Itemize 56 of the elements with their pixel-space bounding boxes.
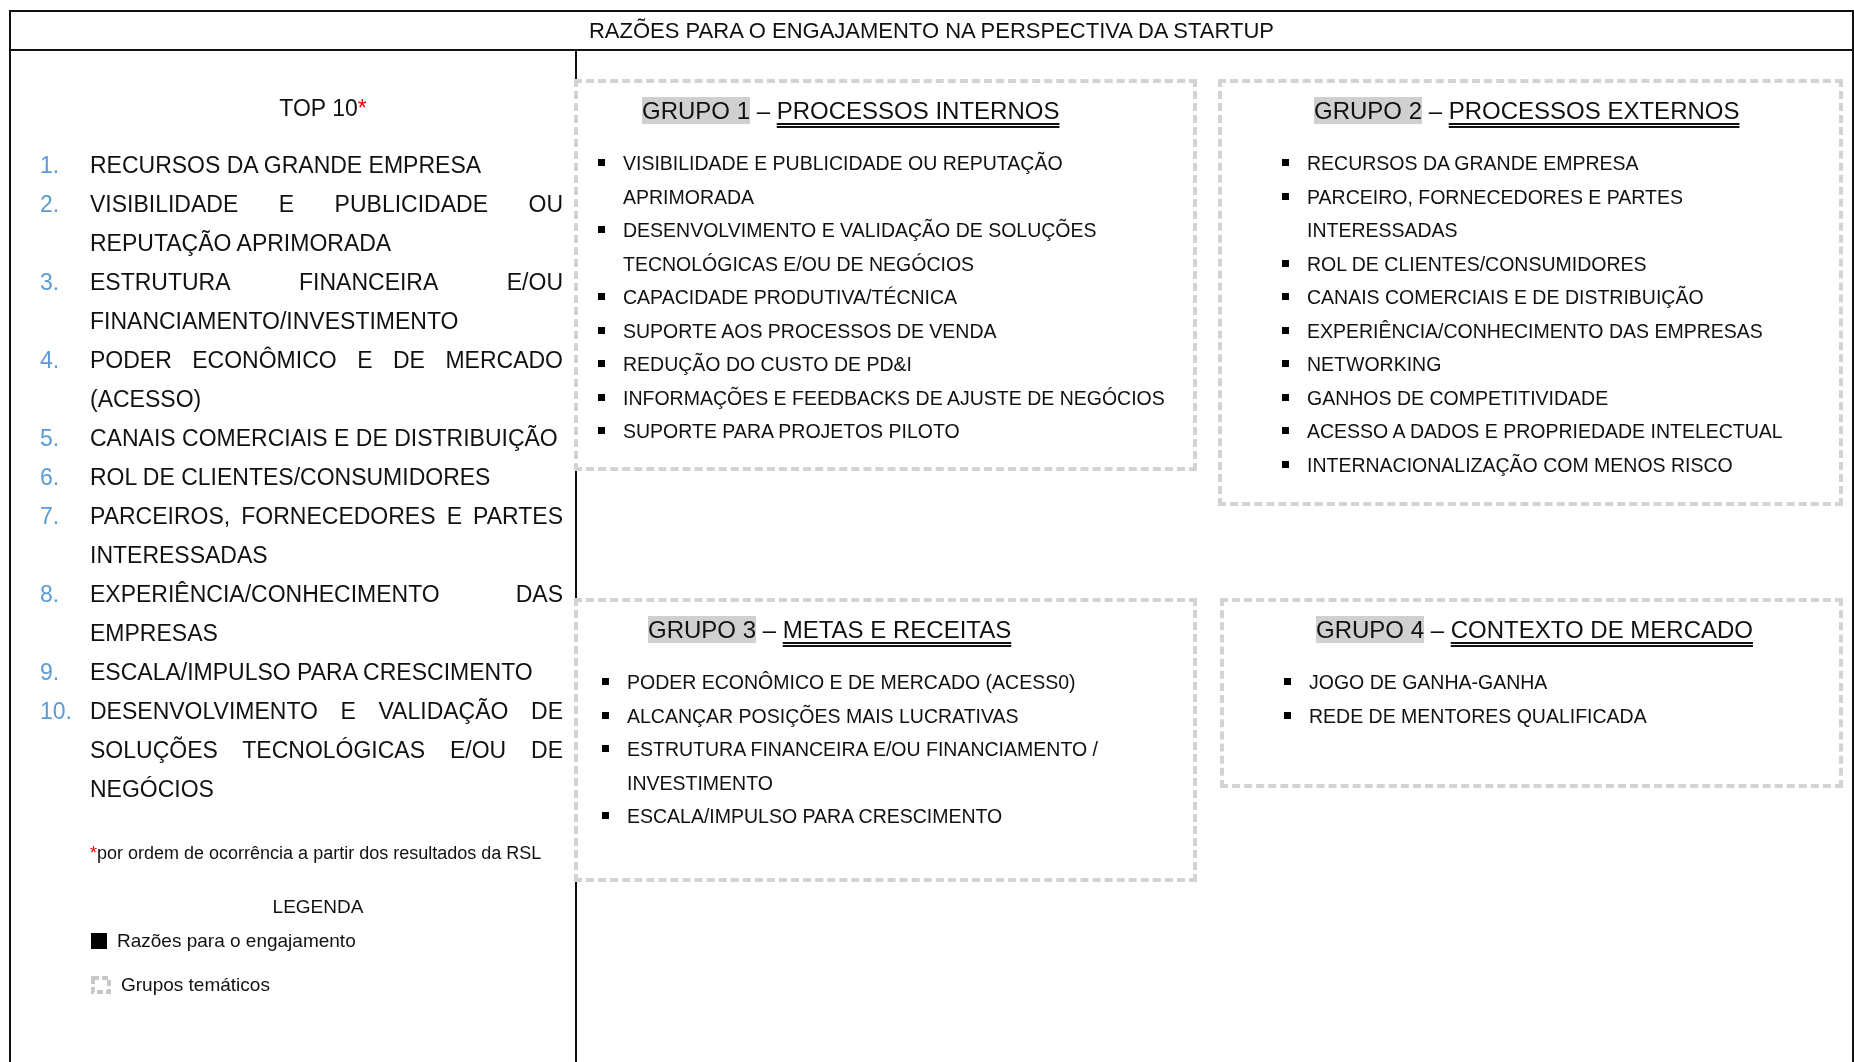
group-heading: GRUPO 4 – CONTEXTO DE MERCADO <box>1316 616 1754 644</box>
list-item-text: EXPERIÊNCIA/CONHECIMENTO DAS EMPRESAS <box>90 580 563 648</box>
list-item-text: EXPERIÊNCIA/CONHECIMENTO DAS EMPRESAS <box>1307 318 1763 344</box>
group-box <box>574 79 1197 471</box>
list-item-text: ALCANÇAR POSIÇÕES MAIS LUCRATIVAS <box>627 703 1019 729</box>
list-number: 3. <box>40 268 61 297</box>
list-item-text: GANHOS DE COMPETITIVIDADE <box>1307 385 1609 411</box>
list-item-text: PARCEIROS, FORNECEDORES E PARTES INTERESSADAS <box>90 502 563 570</box>
list-item-text: JOGO DE GANHA-GANHA <box>1309 670 1548 695</box>
list-item-text: PODER ECONÔMICO E DE MERCADO (ACESSO) <box>90 345 563 414</box>
list-item-text: DESENVOLVIMENTO E VALIDAÇÃO DE SOLUÇÕES TECNOLÓGICAS E/OU DE NEGÓCIOS <box>623 217 1098 277</box>
group-heading: GRUPO 2 – PROCESSOS EXTERNOS <box>1314 97 1741 125</box>
list-item-text: ROL DE CLIENTES/CONSUMIDORES <box>90 463 492 492</box>
list-item-text: ESCALA/IMPULSO PARA CRESCIMENTO <box>90 658 534 687</box>
list-item-text: ACESSO A DADOS E PROPRIEDADE INTELECTUAL <box>1307 419 1783 444</box>
list-item-text: SUPORTE AOS PROCESSOS DE VENDA <box>623 318 997 344</box>
group-box <box>1220 598 1843 788</box>
list-item-text: VISIBILIDADE E PUBLICIDADE OU REPUTAÇÃO APRIMORADA <box>623 151 1064 210</box>
list-item-text: ESTRUTURA FINANCEIRA E/OU FINANCIAMENTO / INVESTIMENTO <box>627 737 1099 796</box>
list-item-text: NETWORKING <box>1307 352 1442 377</box>
list-number: 1. <box>40 151 61 180</box>
group-heading: GRUPO 1 – PROCESSOS INTERNOS <box>642 97 1061 125</box>
list-item-text: CAPACIDADE PRODUTIVA/TÉCNICA <box>623 285 958 310</box>
list-item-text: CANAIS COMERCIAIS E DE DISTRIBUIÇÃO <box>90 424 559 453</box>
group-heading: GRUPO 3 – METAS E RECEITAS <box>648 616 1013 644</box>
list-item-text: ESCALA/IMPULSO PARA CRESCIMENTO <box>627 804 1003 829</box>
footnote: *por ordem de ocorrência a partir dos resultados da RSL <box>90 842 543 865</box>
legend-title: LEGENDA <box>271 896 365 918</box>
list-heading: TOP 10* <box>278 95 368 122</box>
list-item-text: CANAIS COMERCIAIS E DE DISTRIBUIÇÃO <box>1307 285 1704 310</box>
list-number: 10. <box>40 697 73 726</box>
table-title: RAZÕES PARA O ENGAJAMENTO NA PERSPECTIVA DA STARTUP <box>589 17 1274 44</box>
list-item-text: ROL DE CLIENTES/CONSUMIDORES <box>1307 251 1647 277</box>
list-number: 7. <box>40 502 61 531</box>
list-number: 4. <box>40 346 61 375</box>
legend-text: Razões para o engajamento <box>117 930 356 952</box>
list-item-text: DESENVOLVIMENTO E VALIDAÇÃO DE SOLUÇÕES TECNOLÓGICAS E/OU DE NEGÓCIOS <box>90 697 563 804</box>
legend-text: Grupos temáticos <box>121 974 270 996</box>
list-item-text: REDUÇÃO DO CUSTO DE PD&I <box>623 351 912 377</box>
list-item-text: INTERNACIONALIZAÇÃO COM MENOS RISCO <box>1307 452 1733 478</box>
list-item-text: INFORMAÇÕES E FEEDBACKS DE AJUSTE DE NEGÓCIOS <box>623 385 1165 411</box>
list-number: 9. <box>40 658 61 687</box>
list-item-text: SUPORTE PARA PROJETOS PILOTO <box>623 419 960 444</box>
list-number: 8. <box>40 580 61 609</box>
group-box <box>1218 79 1843 506</box>
list-item-text: RECURSOS DA GRANDE EMPRESA <box>90 151 483 180</box>
list-item-text: PODER ECONÔMICO E DE MERCADO (ACESS0) <box>627 670 1076 695</box>
list-item-text: PARCEIRO, FORNECEDORES E PARTES INTERESSADAS <box>1307 184 1684 243</box>
list-item-text: RECURSOS DA GRANDE EMPRESA <box>1307 151 1639 176</box>
list-number: 2. <box>40 190 61 219</box>
list-item-text: REDE DE MENTORES QUALIFICADA <box>1309 703 1647 729</box>
list-number: 6. <box>40 463 61 492</box>
list-number: 5. <box>40 424 61 453</box>
list-item-text: VISIBILIDADE E PUBLICIDADE OU REPUTAÇÃO APRIMORADA <box>90 190 563 258</box>
list-item-text: ESTRUTURA FINANCEIRA E/OU FINANCIAMENTO/INVESTIMENTO <box>90 268 563 336</box>
group-box <box>574 598 1197 882</box>
